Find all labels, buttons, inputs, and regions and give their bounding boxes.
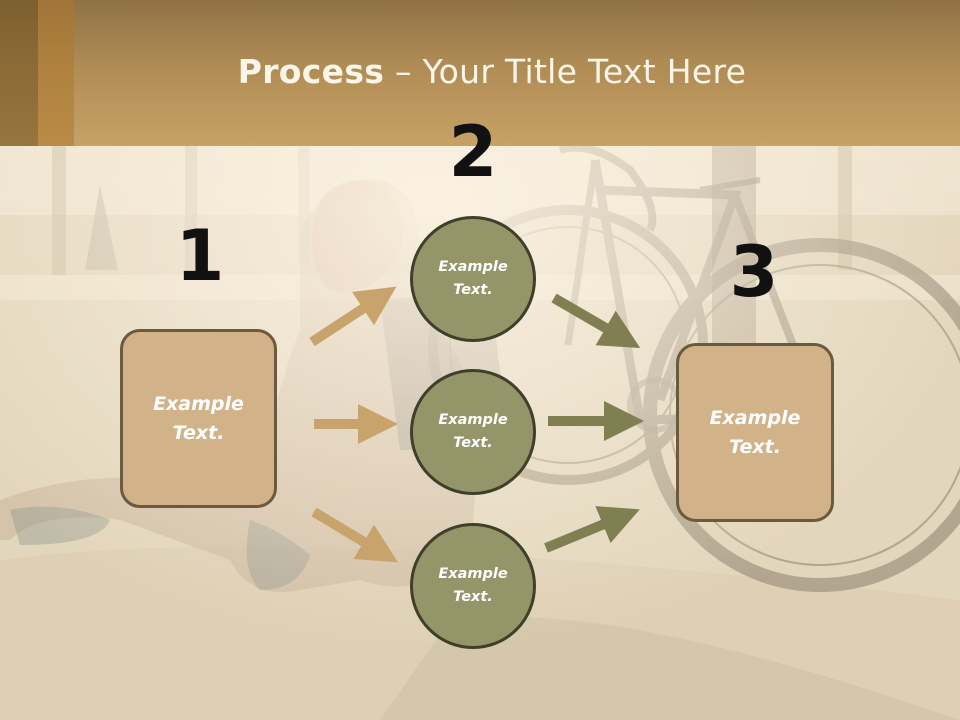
slide-title[interactable]: Process – Your Title Text Here xyxy=(0,52,960,91)
step-1-box[interactable]: Example Text. xyxy=(120,329,277,508)
title-bar xyxy=(0,0,960,146)
arrow-top-to-3 xyxy=(551,293,641,349)
step-1-text: Example Text. xyxy=(153,392,244,444)
arrow-1-to-bottom xyxy=(311,507,399,563)
step-number-1: 1 xyxy=(175,215,225,297)
circle-middle-text: Example Text. xyxy=(438,412,508,451)
step-3-text: Example Text. xyxy=(709,406,801,458)
title-bold-word: Process xyxy=(237,52,385,91)
title-rest: – Your Title Text Here xyxy=(384,52,747,91)
step-2-circle-middle[interactable]: Example Text. xyxy=(410,369,536,495)
step-2-circle-top[interactable]: Example Text. xyxy=(410,216,536,342)
step-2-circle-bottom[interactable]: Example Text. xyxy=(410,523,536,649)
circle-bottom-text: Example Text. xyxy=(438,566,508,605)
step-3-box[interactable]: Example Text. xyxy=(676,343,834,522)
arrow-1-to-top xyxy=(309,286,397,347)
step-number-3: 3 xyxy=(729,231,779,313)
arrow-bottom-to-3 xyxy=(544,506,640,553)
circle-top-text: Example Text. xyxy=(438,259,508,298)
step-number-2: 2 xyxy=(448,111,498,193)
header-accent xyxy=(38,0,74,146)
header-accent xyxy=(0,0,38,146)
